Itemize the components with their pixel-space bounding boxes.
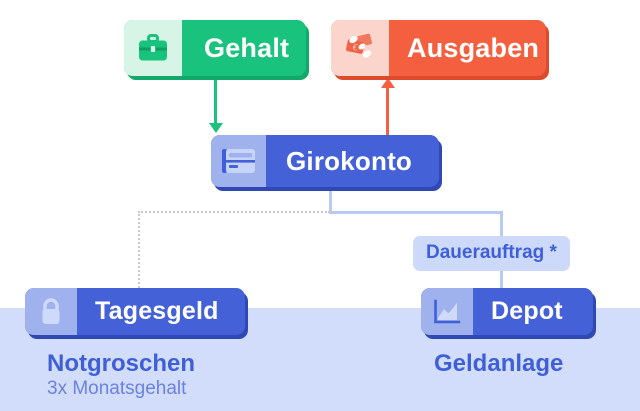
node-gehalt[interactable]: Gehalt xyxy=(124,20,306,76)
arrow-head-up-red xyxy=(380,78,395,88)
arrow-head-down-green xyxy=(208,123,223,133)
briefcase-icon xyxy=(124,20,182,76)
connector-salary-to-account xyxy=(214,76,217,125)
node-tagesgeld-label: Tagesgeld xyxy=(95,297,219,325)
node-ausgaben-label: Ausgaben xyxy=(407,32,540,63)
area-chart-icon xyxy=(421,288,473,335)
connector-account-stem xyxy=(329,187,332,213)
node-depot[interactable]: Depot xyxy=(421,288,593,335)
banknotes-coins-icon: € xyxy=(331,20,389,76)
credit-card-icon xyxy=(211,135,266,187)
connector-dotted-horizontal xyxy=(138,211,330,213)
caption-geldanlage: Geldanlage xyxy=(434,350,564,377)
node-tagesgeld[interactable]: Tagesgeld xyxy=(25,288,245,335)
padlock-icon xyxy=(25,288,77,335)
caption-notgroschen: Notgroschen xyxy=(47,350,196,377)
node-depot-label: Depot xyxy=(491,297,563,325)
caption-notgroschen-subtitle: 3x Monatsgehalt xyxy=(47,378,187,399)
connector-horizontal-right xyxy=(329,211,503,214)
connector-account-to-expenses xyxy=(386,86,389,135)
node-gehalt-label: Gehalt xyxy=(204,32,290,63)
chip-dauerauftrag[interactable]: Dauerauftrag * xyxy=(413,236,570,271)
connector-dotted-down-to-savings xyxy=(138,211,140,291)
node-ausgaben[interactable]: € Ausgaben xyxy=(331,20,546,76)
chip-dauerauftrag-label: Dauerauftrag * xyxy=(426,242,557,263)
node-girokonto[interactable]: Girokonto xyxy=(211,135,439,187)
node-girokonto-label: Girokonto xyxy=(286,145,413,176)
svg-text:€: € xyxy=(352,42,359,53)
